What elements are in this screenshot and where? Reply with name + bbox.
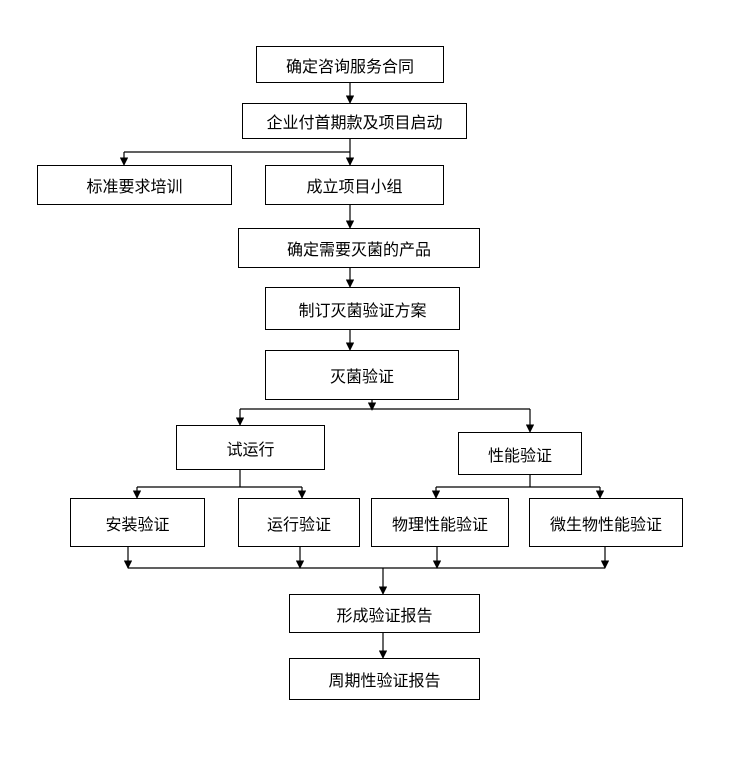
- node-training: 标准要求培训: [37, 165, 232, 205]
- node-report: 形成验证报告: [289, 594, 480, 633]
- node-validation: 灭菌验证: [265, 350, 459, 400]
- node-payment: 企业付首期款及项目启动: [242, 103, 467, 139]
- node-microbial: 微生物性能验证: [529, 498, 683, 547]
- node-install: 安装验证: [70, 498, 205, 547]
- node-plan: 制订灭菌验证方案: [265, 287, 460, 330]
- node-products: 确定需要灭菌的产品: [238, 228, 480, 268]
- node-operation: 运行验证: [238, 498, 360, 547]
- node-physical: 物理性能验证: [371, 498, 509, 547]
- node-performance: 性能验证: [458, 432, 582, 475]
- node-team: 成立项目小组: [265, 165, 444, 205]
- node-contract: 确定咨询服务合同: [256, 46, 444, 83]
- node-periodic: 周期性验证报告: [289, 658, 480, 700]
- node-trial: 试运行: [176, 425, 325, 470]
